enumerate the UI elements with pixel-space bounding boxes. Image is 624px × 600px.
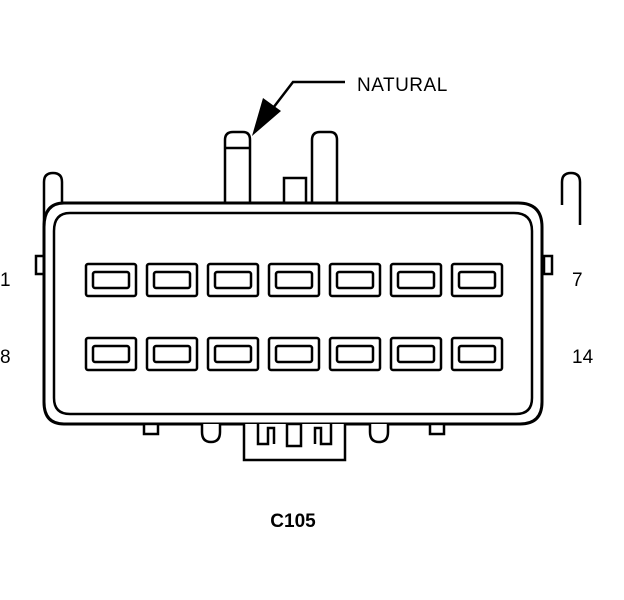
connector-id-label: C105 — [270, 511, 316, 532]
bottom-features — [142, 422, 446, 462]
cavity-11 — [267, 336, 321, 372]
cavity-4 — [267, 262, 321, 298]
callout-label: NATURAL — [357, 75, 448, 96]
pin-label-7: 7 — [572, 270, 583, 291]
cavity-7 — [450, 262, 504, 298]
cavity-9 — [145, 336, 199, 372]
top-latches — [223, 130, 339, 207]
pin-label-1: 1 — [0, 270, 11, 291]
pin-label-8: 8 — [0, 347, 11, 368]
connector-housing — [42, 201, 544, 426]
cavity-1 — [84, 262, 138, 298]
cavity-6 — [389, 262, 443, 298]
cavity-5 — [328, 262, 382, 298]
cavity-14 — [450, 336, 504, 372]
cavity-10 — [206, 336, 260, 372]
cavity-8 — [84, 336, 138, 372]
callout-arrowhead — [252, 98, 281, 136]
cavity-12 — [328, 336, 382, 372]
cavity-grid — [84, 262, 504, 372]
callout-leader — [269, 80, 345, 113]
cavity-2 — [145, 262, 199, 298]
cavity-13 — [389, 336, 443, 372]
pin-label-14: 14 — [572, 347, 594, 368]
cavity-3 — [206, 262, 260, 298]
